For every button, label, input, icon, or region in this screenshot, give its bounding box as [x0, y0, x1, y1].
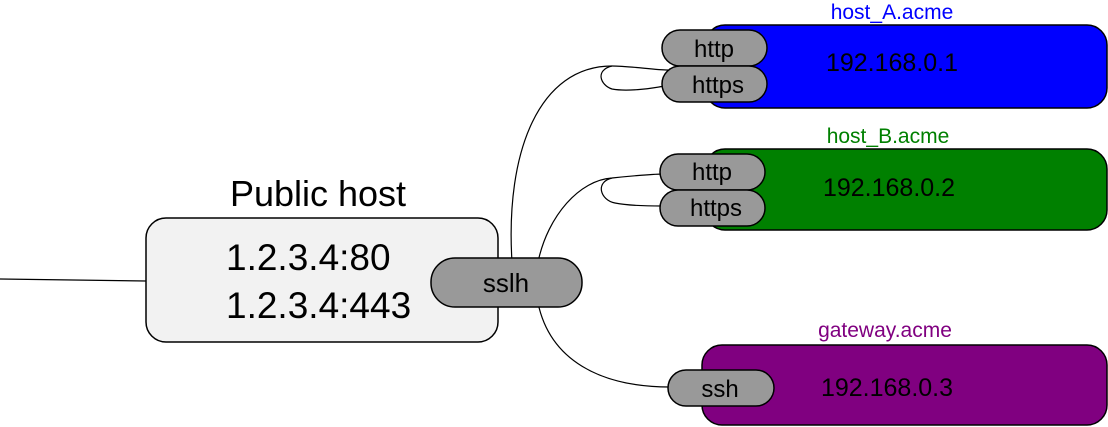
gateway-ssh-label: ssh: [701, 376, 738, 403]
host-b-name: host_B.acme: [827, 125, 950, 148]
link-sslh-host-b: [537, 173, 665, 263]
host-a-node: host_A.acme 192.168.0.1 http https: [661, 1, 1108, 109]
host-b-http-label: http: [692, 159, 732, 186]
host-a-ip: 192.168.0.1: [826, 49, 958, 77]
incoming-connection-line: [0, 278, 147, 282]
public-address-443: 1.2.3.4:443: [226, 285, 411, 326]
public-address-80: 1.2.3.4:80: [226, 237, 391, 278]
gateway-ip: 192.168.0.3: [821, 374, 953, 402]
gateway-ssh-port[interactable]: [667, 369, 775, 407]
host-b-node: host_B.acme 192.168.0.2 http https: [659, 125, 1108, 231]
public-host-node: Public host 1.2.3.4:80 1.2.3.4:443: [145, 173, 499, 343]
link-sslh-gateway: [537, 302, 671, 388]
sslh-label: sslh: [483, 268, 529, 298]
host-a-http-label: http: [694, 36, 734, 63]
public-host-title: Public host: [230, 173, 406, 214]
link-host-a-https: [600, 65, 665, 91]
gateway-name: gateway.acme: [818, 319, 952, 342]
sslh-pill[interactable]: [430, 257, 583, 308]
host-b-https-label: https: [690, 195, 742, 222]
host-b-https-port[interactable]: [659, 189, 766, 227]
sslh-node: sslh: [430, 257, 583, 308]
link-host-b-https: [600, 177, 663, 207]
host-b-ip: 192.168.0.2: [823, 174, 955, 202]
host-a-https-port[interactable]: [661, 65, 768, 103]
host-a-https-label: https: [692, 72, 744, 99]
link-sslh-host-a: [510, 65, 669, 263]
host-a-name: host_A.acme: [831, 1, 954, 24]
gateway-node: gateway.acme 192.168.0.3 ssh: [667, 319, 1108, 426]
